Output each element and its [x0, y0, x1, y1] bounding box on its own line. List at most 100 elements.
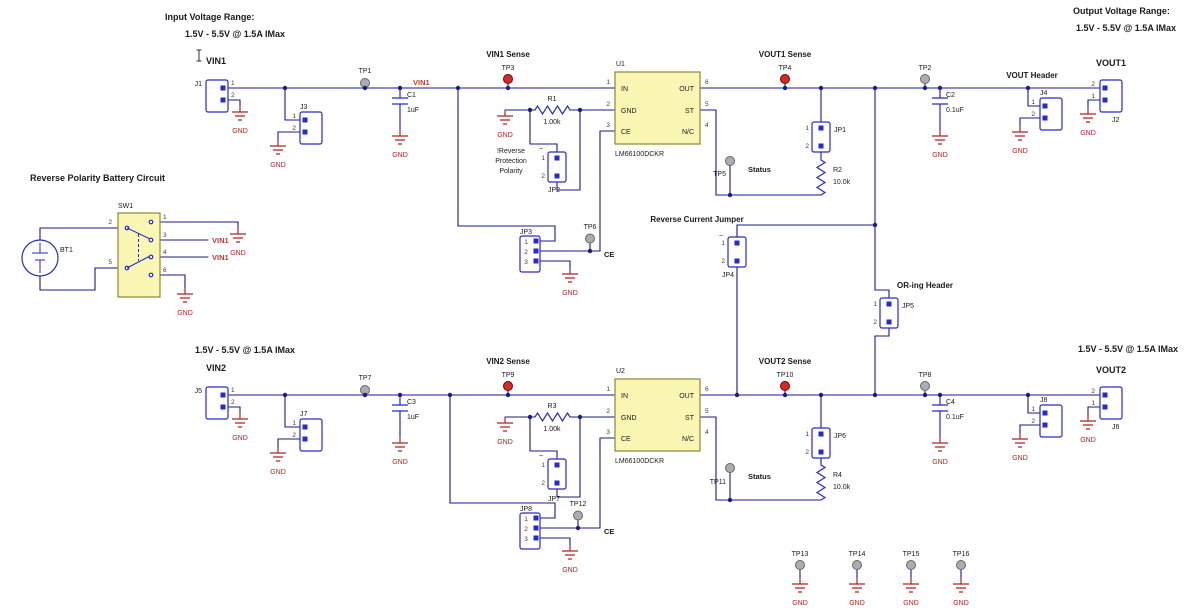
resistor-r4: R4 10.0k [816, 464, 851, 501]
connector-j6: 2 1 J6 [1091, 386, 1123, 431]
gnd-label: GND [562, 290, 578, 297]
pin-number: 1 [805, 431, 809, 438]
gnd-label: GND [932, 152, 948, 159]
connector-ref: J2 [1112, 117, 1120, 124]
gnd-icon [1011, 125, 1029, 141]
connector-j3: J3 1 2 [292, 104, 323, 145]
gnd-icon [561, 267, 579, 283]
pin-number: 1 [524, 239, 528, 246]
pin-number: 1 [231, 387, 235, 394]
ic-u1: U1 LM66100DCKR IN GND CE OUT ST N/C 1 2 … [606, 61, 709, 158]
testpoint-tp1: TP1 [359, 68, 372, 88]
testpoint-tp15: TP15 [903, 551, 919, 570]
testpoint-label: TP8 [919, 372, 932, 379]
pin-number: 2 [805, 449, 809, 456]
pin-number: 2 [1091, 81, 1095, 88]
pin-number: 1 [873, 301, 877, 308]
jumper-ref: JP6 [834, 433, 846, 440]
gnd-label: GND [497, 439, 513, 446]
switch-pin4-number: 4 [163, 249, 167, 256]
pin-number: 2 [873, 319, 877, 326]
pin-number: 5 [705, 408, 709, 415]
channel1-junctions [282, 85, 1031, 254]
gnd-icon [791, 577, 809, 593]
reverse-protection-note: Protection [495, 158, 527, 165]
gnd-icon [931, 129, 949, 145]
testpoint-tp16: TP16 [953, 551, 969, 570]
capacitor-c1: C1 1uF [391, 87, 419, 131]
capacitor-value: 0.1uF [946, 414, 964, 421]
pin-number: 6 [705, 79, 709, 86]
testpoint-label: TP5 [713, 171, 726, 178]
pin-name-in: IN [621, 86, 628, 93]
port-label-vin2: VIN2 [206, 363, 226, 373]
gnd-icon [496, 109, 514, 125]
jumper-ref: JP4 [722, 272, 734, 279]
resistor-value: 1.00k [543, 426, 561, 433]
pin-number: 2 [805, 143, 809, 150]
pin-number: 3 [606, 429, 610, 436]
gnd-icon [1011, 432, 1029, 448]
status-label: Status [748, 165, 771, 174]
jumper-jp3: JP3 1 2 3 [519, 229, 541, 273]
connector-ref: J8 [1040, 397, 1048, 404]
gnd-label: GND [1012, 455, 1028, 462]
switch-pin5-number: 5 [108, 259, 112, 266]
pin-number: 1 [805, 125, 809, 132]
gnd-label: GND [392, 459, 408, 466]
connector-j2: 2 1 J2 [1091, 79, 1123, 124]
net-label-vin1: VIN1 [212, 253, 229, 262]
pin-name-out: OUT [679, 86, 695, 93]
testpoint-tp2: TP2 [919, 65, 932, 84]
pin-number: 2 [541, 480, 545, 487]
capacitor-ref: C1 [407, 92, 416, 99]
port-label-vin1: VIN1 [206, 56, 226, 66]
jumper-ref: JP3 [520, 229, 532, 236]
resistor-value: 1.00k [543, 119, 561, 126]
pin-number: 1 [292, 420, 296, 427]
testpoint-label: TP14 [849, 551, 866, 558]
gnd-icon [1079, 107, 1097, 123]
gnd-icon [391, 129, 409, 145]
jumper-jp2: ~ 1 2 JP2 [539, 146, 567, 194]
pin-number: 1 [606, 79, 610, 86]
vout1-sense-label: VOUT1 Sense [759, 50, 812, 59]
interconnect-wires [736, 87, 890, 396]
reverse-battery-title: Reverse Polarity Battery Circuit [30, 173, 165, 183]
channel2-wires [227, 389, 1101, 529]
gnd-label: GND [177, 310, 193, 317]
pin-number: 2 [524, 526, 528, 533]
reverse-protection-note: Polarity [499, 168, 523, 175]
ic-part-number: LM66100DCKR [615, 458, 664, 465]
capacitor-value: 1uF [407, 107, 419, 114]
capacitor-c3: C3 1uF [391, 394, 419, 438]
pin-number: 3 [524, 536, 528, 543]
reverse-protection-note: !Reverse [497, 148, 525, 155]
jumper-ref: JP5 [902, 303, 914, 310]
pin-name-gnd: GND [621, 108, 637, 115]
testpoint-tp8: TP8 [919, 372, 932, 391]
resistor-value: 10.0k [833, 484, 851, 491]
capacitor-c4: C4 0.1uF [931, 394, 964, 438]
output-voltage-range-title: Output Voltage Range: [1073, 6, 1170, 16]
capacitor-ref: C2 [946, 92, 955, 99]
resistor-r3: R3 1.00k [534, 403, 571, 433]
polarity-mark: ~ [539, 146, 543, 153]
connector-j4: J4 1 2 [1031, 90, 1063, 131]
channel2-junctions [282, 392, 1031, 531]
pin-number: 1 [231, 80, 235, 87]
testpoint-tp11: TP11 [710, 463, 735, 486]
testpoint-label: TP7 [359, 375, 372, 382]
battery-bt1: BT1 [21, 239, 73, 277]
switch-sw1: SW1 2 5 1 3 4 6 [108, 203, 167, 298]
pin-number: 2 [231, 92, 235, 99]
pin-number: 6 [705, 386, 709, 393]
vin2-range-value: 1.5V - 5.5V @ 1.5A IMax [195, 345, 295, 355]
testpoint-tp9: TP9 [502, 372, 515, 391]
capacitor-ref: C4 [946, 399, 955, 406]
channel1-wires [227, 82, 1101, 252]
gnd-label: GND [1080, 130, 1096, 137]
pin-number: 2 [1031, 111, 1035, 118]
testpoint-label: TP1 [359, 68, 372, 75]
pin-name-ce: CE [621, 129, 631, 136]
